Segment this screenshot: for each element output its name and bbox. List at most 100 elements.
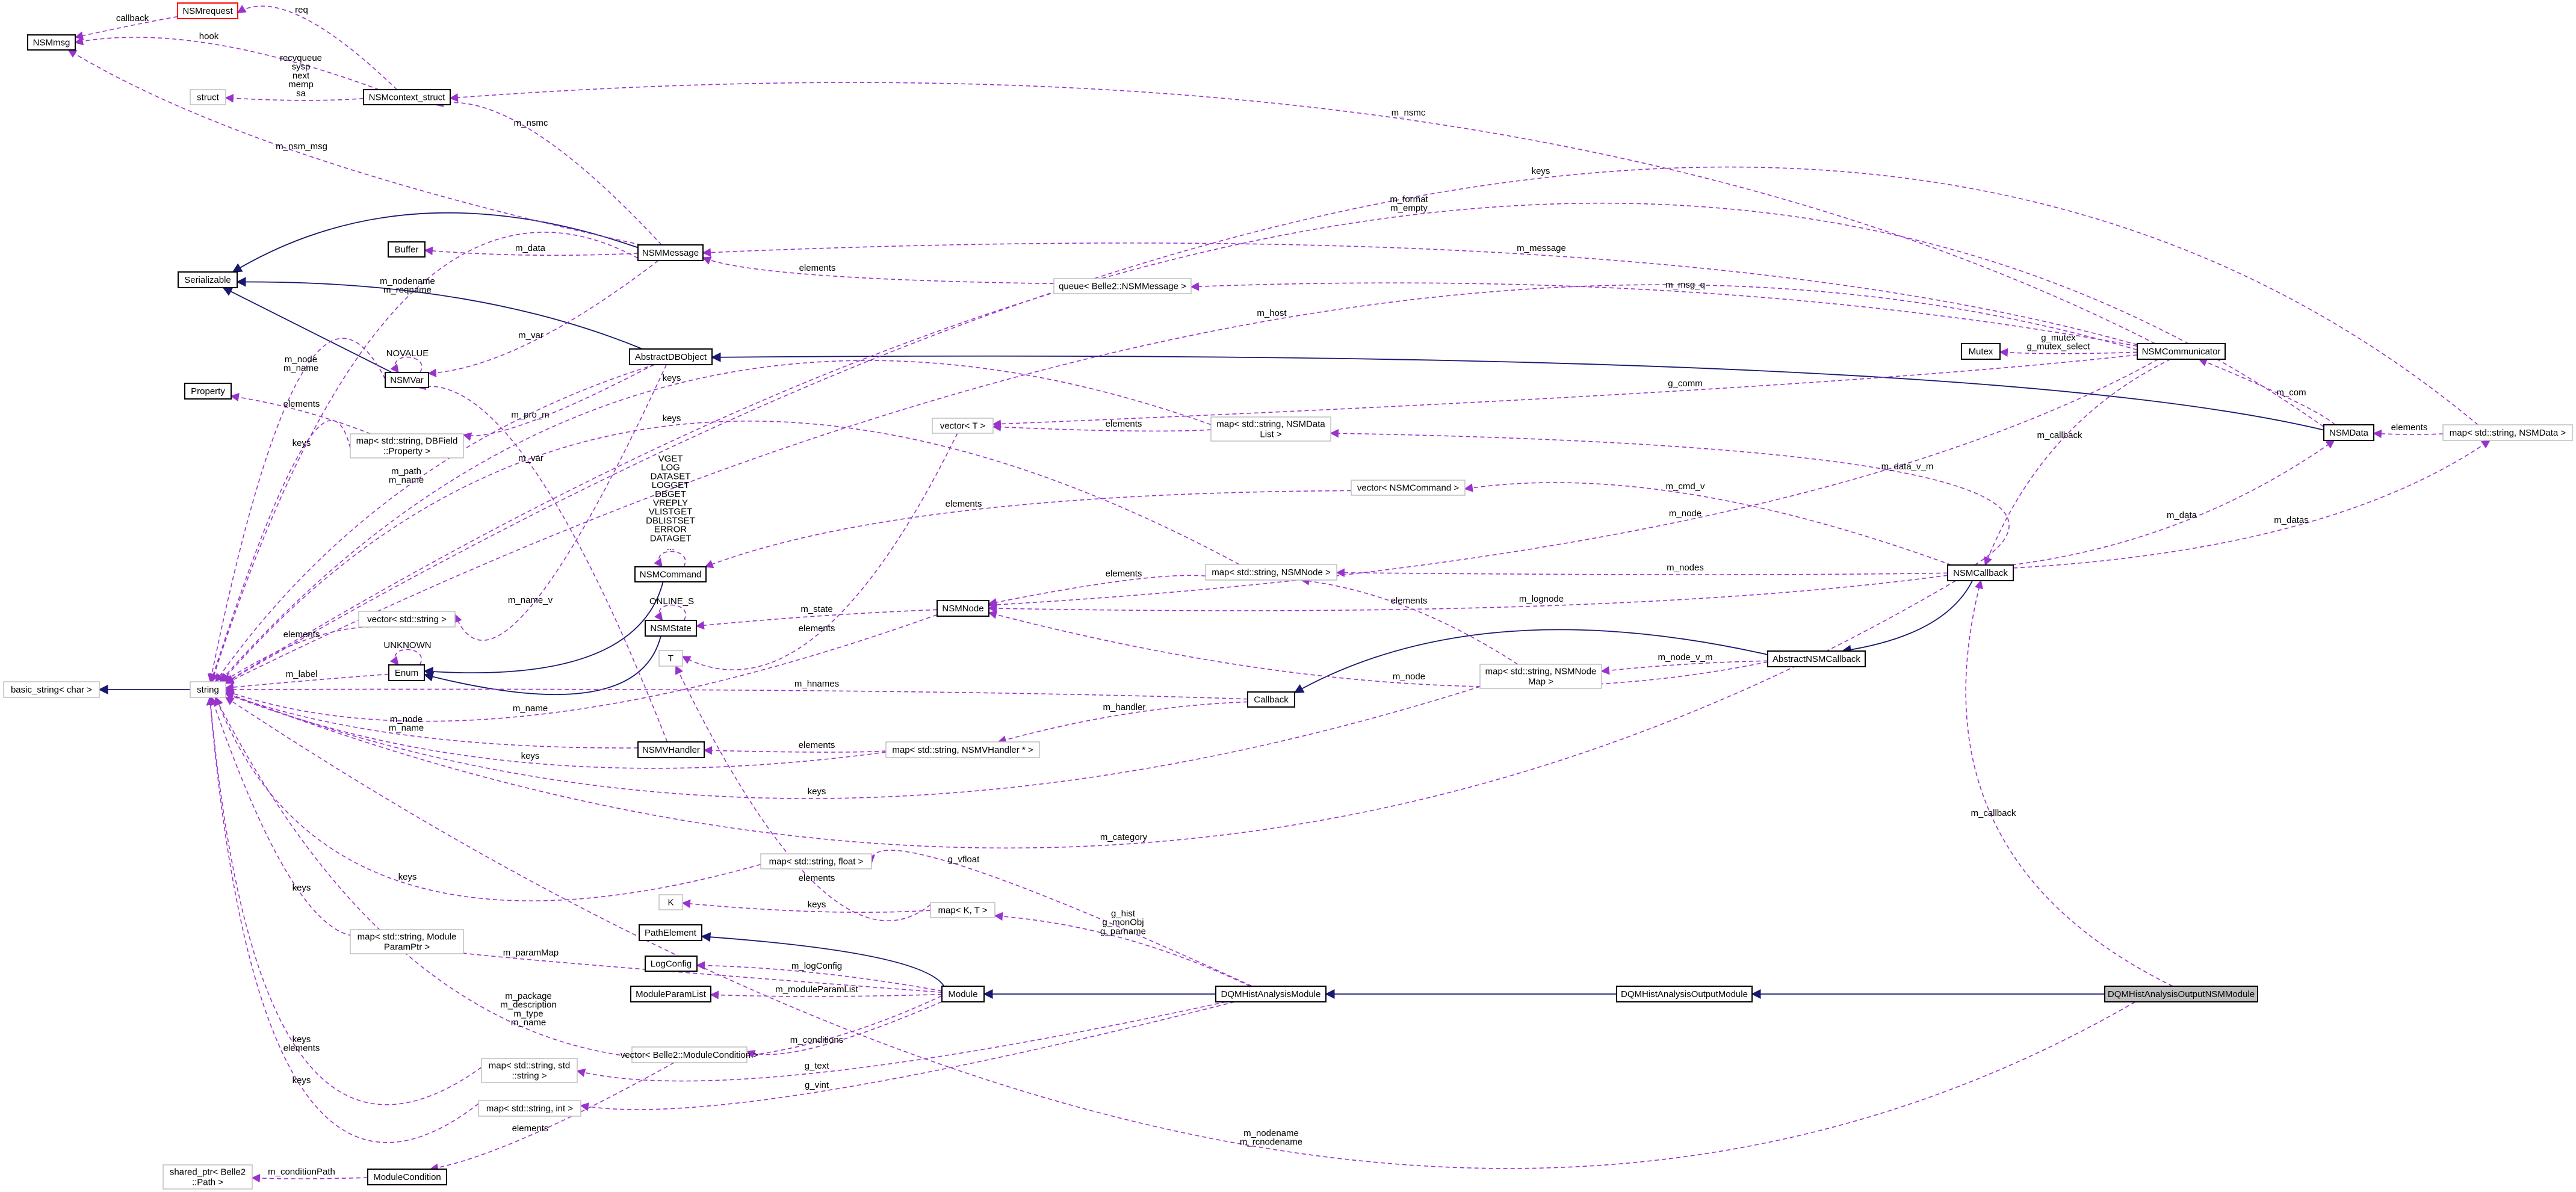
node-box: [2137, 343, 2226, 360]
node-label-line: map< std::string, NSMVHandler * >: [892, 745, 1033, 755]
class-node-nsmmsg[interactable]: NSMmsg: [27, 34, 76, 51]
edge-label-line: m_cmd_v: [1665, 481, 1705, 492]
node-label: NSMrequest: [182, 6, 233, 16]
node-label: NSMState: [650, 623, 691, 634]
class-node-vector-cmd[interactable]: vector< NSMCommand >: [1351, 480, 1466, 496]
class-node-abstract-nsmcallback[interactable]: AbstractNSMCallback: [1767, 650, 1866, 667]
node-label-line: Callback: [1254, 695, 1289, 705]
inheritance-edge: [1841, 580, 1973, 655]
node-label-line: shared_ptr< Belle2: [170, 1167, 246, 1178]
class-node-map-nsmdata[interactable]: map< std::string, NSMData >: [2442, 424, 2573, 441]
node-label-line: map< std::string, NSMNode: [1485, 667, 1597, 677]
class-node-nsmmessage[interactable]: NSMMessage: [637, 244, 704, 261]
class-node-dqmhist-analysis-output-nsmmodule[interactable]: DQMHistAnalysisOutputNSMModule: [2104, 986, 2258, 1002]
edge-label: m_cmd_v: [1665, 481, 1705, 492]
class-node-t[interactable]: T: [658, 650, 683, 667]
usage-edge: [67, 49, 642, 246]
class-node-map-str-str[interactable]: map< std::string, std::string >: [481, 1058, 578, 1083]
node-label: Enum: [395, 668, 418, 678]
edge-label-line: keys: [808, 786, 826, 797]
edge-label-line: m_node: [285, 354, 317, 365]
class-node-module[interactable]: Module: [941, 986, 985, 1002]
class-node-k[interactable]: K: [658, 894, 683, 910]
class-node-nsmstate[interactable]: NSMState: [645, 620, 697, 637]
node-box: [1961, 343, 2001, 360]
class-node-basic-string[interactable]: basic_string< char >: [3, 681, 100, 698]
edge-label: m_handler: [1103, 702, 1146, 712]
class-node-map-dbfield[interactable]: map< std::string, DBField::Property >: [350, 433, 464, 459]
class-node-map-vhandler[interactable]: map< std::string, NSMVHandler * >: [885, 741, 1040, 758]
edge-label-line: m_nsmc: [514, 118, 548, 128]
edge-label-line: m_format: [1390, 194, 1428, 205]
node-label-line: LogConfig: [651, 959, 692, 969]
class-node-nsmvhandler[interactable]: NSMVHandler: [637, 741, 705, 758]
class-node-queue[interactable]: queue< Belle2::NSMMessage >: [1053, 278, 1192, 294]
class-node-struct[interactable]: struct: [190, 89, 226, 105]
class-node-abstract-dbobject[interactable]: AbstractDBObject: [629, 348, 713, 365]
usage-edge: [230, 393, 371, 434]
class-node-map-float[interactable]: map< std::string, float >: [760, 853, 872, 869]
usage-edge: [1965, 579, 2173, 987]
edge-label: elements: [1106, 419, 1142, 429]
class-node-vector-t[interactable]: vector< T >: [932, 418, 994, 434]
node-box: [184, 383, 232, 400]
usage-edge: [696, 961, 943, 992]
class-node-log-config[interactable]: LogConfig: [645, 956, 698, 972]
node-label-line: ::string >: [512, 1071, 547, 1081]
node-label: struct: [197, 93, 220, 103]
edge-label-line: keys: [663, 373, 681, 383]
edge-label-line: m_nodename: [380, 276, 435, 286]
class-node-module-condition[interactable]: ModuleCondition: [367, 1169, 447, 1185]
edge-label-line: m_description: [500, 1000, 556, 1010]
class-node-nsmrequest[interactable]: NSMrequest: [177, 2, 238, 19]
edge-label: keys: [663, 413, 681, 424]
node-box: [760, 853, 872, 869]
class-node-vector-modcond[interactable]: vector< Belle2::ModuleCondition >: [621, 1046, 759, 1063]
class-node-enum[interactable]: Enum: [388, 664, 425, 681]
node-label: NSMCommunicator: [2142, 347, 2221, 357]
class-node-nsmdata[interactable]: NSMData: [2323, 424, 2374, 441]
edge-label: elements: [512, 1123, 549, 1134]
node-label: map< std::string, NSMData >: [2450, 428, 2566, 438]
class-node-map-str-int[interactable]: map< std::string, int >: [478, 1100, 581, 1117]
class-node-map-node[interactable]: map< std::string, NSMNode >: [1205, 564, 1337, 581]
class-node-nsmcallback[interactable]: NSMCallback: [1947, 564, 2014, 581]
edge-label: m_data: [2167, 510, 2197, 520]
class-node-nsmnode[interactable]: NSMNode: [937, 600, 989, 617]
class-node-callback[interactable]: Callback: [1247, 691, 1295, 708]
class-node-nsmcommand[interactable]: NSMCommand: [634, 566, 707, 582]
class-node-mutex[interactable]: Mutex: [1961, 343, 2001, 360]
class-node-path-element[interactable]: PathElement: [639, 924, 702, 941]
edge-label-line: memp: [288, 79, 314, 90]
node-box: [478, 1100, 581, 1117]
node-label: vector< NSMCommand >: [1357, 483, 1459, 493]
node-label: NSMMessage: [642, 248, 699, 258]
class-node-module-param-list[interactable]: ModuleParamList: [630, 986, 711, 1002]
class-node-map-kt[interactable]: map< K, T >: [930, 902, 995, 918]
class-node-property[interactable]: Property: [184, 383, 232, 400]
class-node-vector-string[interactable]: vector< std::string >: [358, 611, 456, 628]
class-node-dqmhist-analysis-output-module[interactable]: DQMHistAnalysisOutputModule: [1616, 986, 1753, 1002]
class-node-buffer[interactable]: Buffer: [388, 241, 426, 258]
class-node-serializable[interactable]: Serializable: [178, 271, 238, 288]
edge-label-line: elements: [946, 499, 982, 509]
class-node-nsmcommunicator[interactable]: NSMCommunicator: [2137, 343, 2226, 360]
class-node-shared-ptr[interactable]: shared_ptr< Belle2::Path >: [163, 1164, 253, 1190]
edge-label-line: keys: [521, 751, 540, 761]
edge-label: keys: [808, 786, 826, 797]
class-node-string[interactable]: string: [190, 681, 226, 698]
class-node-nsmvar[interactable]: NSMVar: [385, 372, 429, 388]
node-label: ModuleParamList: [636, 989, 707, 999]
class-node-nsmcontext-struct[interactable]: NSMcontext_struct: [363, 89, 451, 105]
node-box: [1616, 986, 1753, 1002]
node-label-line: Map >: [1528, 677, 1553, 687]
edge-label-line: m_node: [390, 714, 423, 724]
class-node-dqmhist-analysis-module[interactable]: DQMHistAnalysisModule: [1215, 986, 1327, 1002]
